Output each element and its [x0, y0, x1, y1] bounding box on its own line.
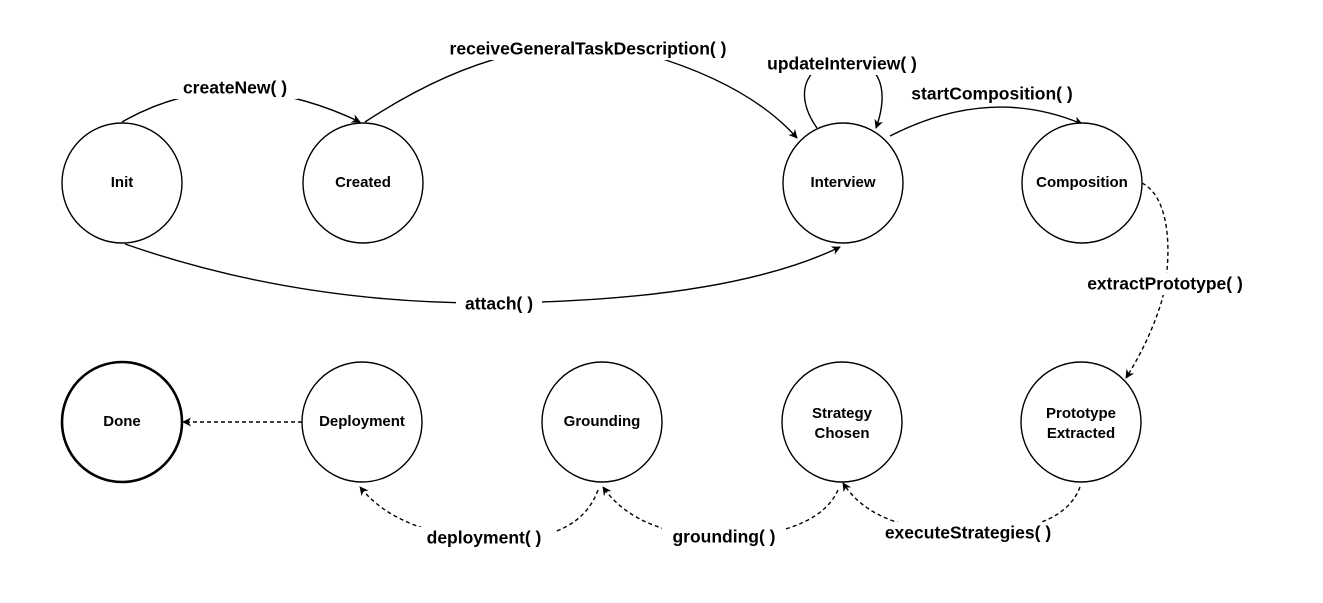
state-done-label: Done: [103, 413, 141, 430]
state-deployment-label: Deployment: [319, 413, 405, 430]
label-update-interview: updateInterview( ): [754, 53, 930, 75]
label-start-composition: startComposition( ): [898, 83, 1086, 105]
state-prototype-extracted-label-line2: Extracted: [1047, 425, 1115, 442]
label-deployment: deployment( ): [414, 527, 554, 549]
label-execute-strategies: executeStrategies( ): [870, 522, 1066, 544]
label-extract-prototype: extractPrototype( ): [1073, 273, 1257, 295]
state-strategy-chosen: Strategy Chosen: [781, 361, 903, 483]
state-prototype-extracted: Prototype Extracted: [1020, 361, 1142, 483]
edge-extract-prototype: [1125, 182, 1169, 379]
state-grounding: Grounding: [541, 361, 663, 483]
state-done: Done: [60, 360, 184, 484]
label-update-interview-text: updateInterview( ): [767, 54, 917, 74]
edge-deployment: [359, 486, 599, 541]
label-extract-prototype-text: extractPrototype( ): [1087, 274, 1243, 294]
label-execute-strategies-text: executeStrategies( ): [885, 523, 1051, 543]
edge-start-composition: [889, 106, 1083, 137]
state-strategy-chosen-label-line2: Chosen: [814, 425, 869, 442]
state-grounding-label: Grounding: [564, 413, 641, 430]
label-deployment-text: deployment( ): [427, 528, 542, 548]
state-deployment: Deployment: [301, 361, 423, 483]
state-strategy-chosen-label-line1: Strategy: [812, 405, 873, 422]
label-attach: attach( ): [456, 293, 542, 315]
state-init: Init: [61, 122, 183, 244]
state-composition-label: Composition: [1036, 174, 1128, 191]
label-receive-general-task-description: receiveGeneralTaskDescription( ): [430, 38, 746, 60]
label-grounding: grounding( ): [662, 526, 786, 548]
state-created: Created: [302, 122, 424, 244]
state-composition: Composition: [1021, 122, 1143, 244]
state-created-label: Created: [335, 174, 391, 191]
state-prototype-extracted-label-line1: Prototype: [1046, 405, 1116, 422]
label-create-new: createNew( ): [172, 77, 298, 99]
label-grounding-text: grounding( ): [672, 527, 775, 547]
state-interview-label: Interview: [810, 174, 875, 191]
label-attach-text: attach( ): [465, 294, 533, 314]
label-start-composition-text: startComposition( ): [911, 84, 1072, 104]
state-init-label: Init: [111, 174, 134, 191]
label-receive-general-task-description-text: receiveGeneralTaskDescription( ): [450, 39, 727, 59]
state-interview: Interview: [782, 122, 904, 244]
label-create-new-text: createNew( ): [183, 78, 287, 98]
